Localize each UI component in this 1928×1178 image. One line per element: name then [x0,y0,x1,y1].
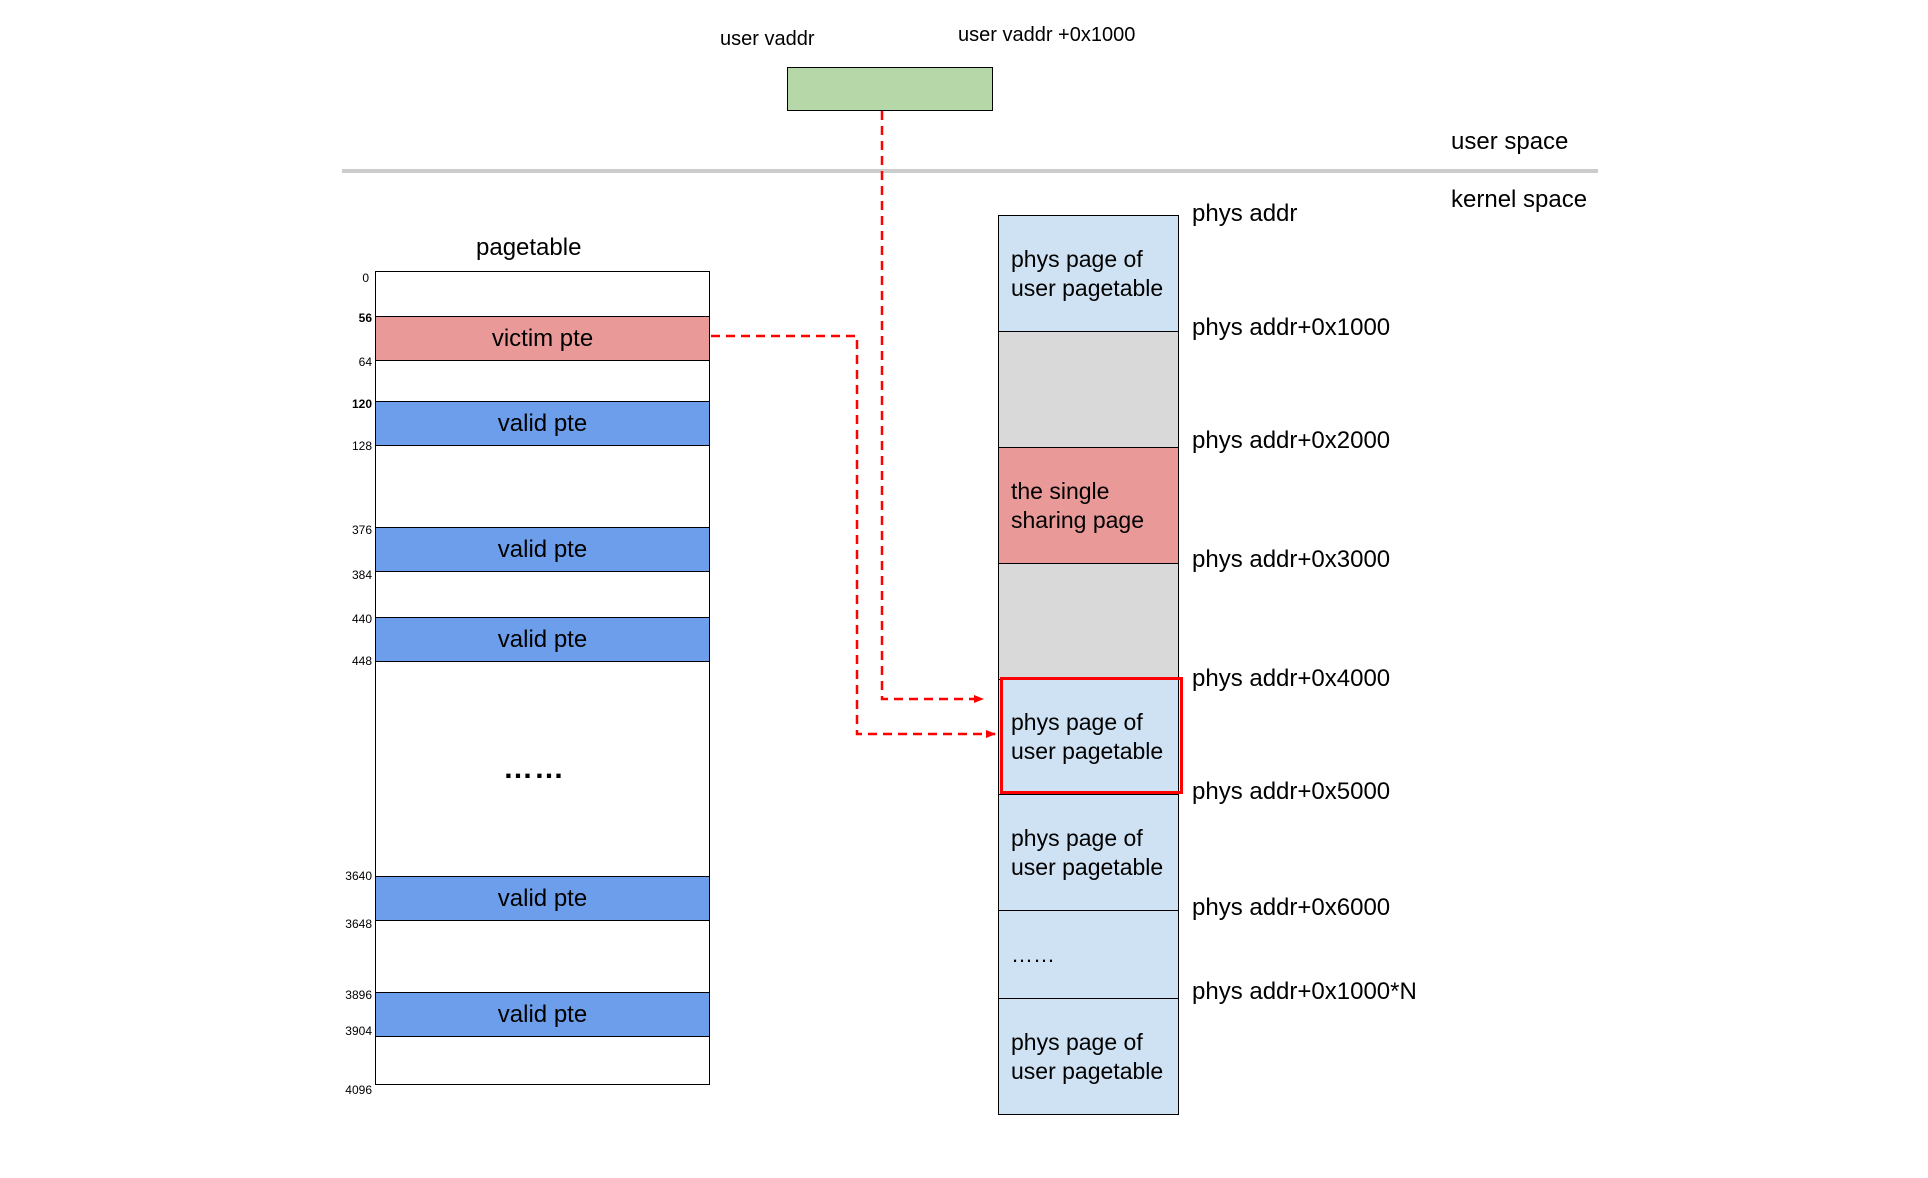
pagetable-ellipsis: …… [503,752,565,785]
offset-tick: 128 [351,439,372,453]
offset-tick: 448 [351,654,372,668]
kernel-space-label: kernel space [1451,186,1588,213]
phys-page-label: phys page of user pagetable [1011,709,1164,764]
victim-pte-arrow [711,334,996,738]
phys-page-label: phys page of user pagetable [1011,824,1164,880]
offset-tick: 120 [351,397,372,411]
phys-page-cell [998,563,1179,680]
target-page-highlight [1000,677,1183,794]
user-space-label: user space [1451,128,1569,155]
offset-tick: 3896 [345,988,372,1002]
offset-tick: 56 [358,311,372,325]
vaddr-arrow [880,111,984,703]
phys-addr-label: phys addr+0x2000 [1192,427,1391,454]
offset-tick: 4096 [345,1083,372,1097]
phys-addr-label: phys addr+0x3000 [1192,546,1391,573]
phys-addr-label: phys addr+0x5000 [1192,778,1391,805]
offset-tick: 3648 [345,917,372,931]
phys-addr-label: phys addr+0x1000*N [1192,978,1417,1005]
offset-tick: 384 [351,568,372,582]
offset-tick: 3904 [345,1024,372,1038]
phys-page-label: phys page of user pagetable [1011,1028,1164,1084]
phys-page-cell: phys page of user pagetable [998,794,1179,911]
phys-page-label: phys page of user pagetable [1011,245,1164,301]
phys-addr-label: phys addr+0x1000 [1192,314,1391,341]
valid-pte: valid pte [375,401,710,446]
phys-addr-label: phys addr+0x4000 [1192,665,1391,692]
phys-addr-label: phys addr [1192,200,1298,227]
phys-page-cell: phys page of user pagetable [998,998,1179,1115]
phys-page-label: …… [1011,942,1055,967]
valid-pte: valid pte [375,527,710,572]
phys-page-cell: phys page of user pagetable [998,679,1179,795]
sharing-page-label: the single sharing page [1011,477,1144,533]
offset-tick: 3640 [345,869,372,883]
phys-addr-label: phys addr+0x6000 [1192,894,1391,921]
offset-tick: 0 [362,271,369,285]
phys-page-cell: …… [998,910,1179,999]
phys-page-cell: phys page of user pagetable [998,215,1179,332]
space-divider [342,169,1598,173]
pagetable-title: pagetable [476,234,582,261]
user-vaddr-label: user vaddr [720,28,815,50]
user-vaddr-box [787,67,993,111]
offset-tick: 440 [351,612,372,626]
victim-pte: victim pte [375,316,710,361]
offset-tick: 64 [358,355,372,369]
valid-pte: valid pte [375,617,710,662]
user-vaddr-end-label: user vaddr +0x1000 [958,24,1136,46]
sharing-page-cell: the single sharing page [998,447,1179,564]
valid-pte: valid pte [375,992,710,1037]
valid-pte: valid pte [375,876,710,921]
offset-tick: 376 [351,523,372,537]
